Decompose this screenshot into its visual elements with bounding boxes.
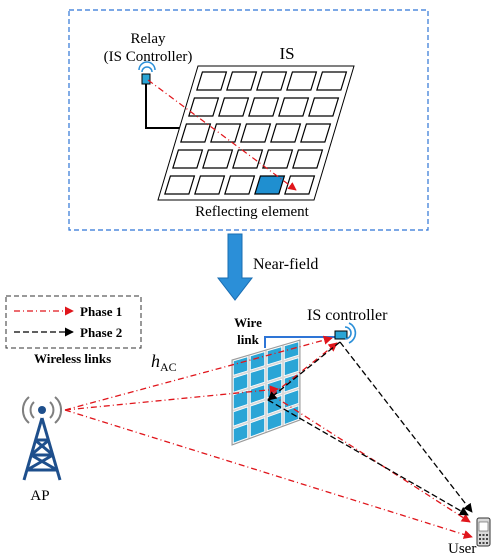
reflecting-element-cell — [316, 71, 348, 91]
reflecting-element-cell — [232, 423, 249, 444]
reflecting-element-cell — [249, 351, 266, 371]
controller-to-user-link — [339, 341, 473, 513]
reflecting-element-cell — [292, 149, 324, 169]
reflecting-element-cell — [164, 175, 196, 195]
reflecting-element-cell — [232, 149, 264, 169]
controller-icon — [334, 330, 348, 340]
ap-to-user-link — [64, 409, 473, 539]
reflecting-element-cell — [283, 357, 300, 377]
reflecting-element-cell — [224, 175, 256, 195]
user-device: User — [448, 517, 491, 557]
reflecting-element-cell — [232, 406, 249, 427]
reflecting-element-cell — [262, 149, 294, 169]
reflecting-element-cell — [270, 123, 302, 143]
legend-border — [5, 295, 142, 349]
reflecting-element-cell — [196, 71, 228, 91]
reflecting-element-label: Reflecting element — [195, 204, 310, 220]
is-controller-device — [334, 322, 357, 344]
h-ac-subscript: AC — [160, 360, 177, 374]
is-surface — [157, 65, 355, 201]
reflecting-element-cell — [180, 123, 212, 143]
tower-icon — [22, 417, 62, 481]
is-to-controller-link — [271, 342, 338, 396]
relay-device — [138, 61, 156, 85]
reflecting-element-cell — [232, 372, 249, 393]
reflecting-element-cell — [266, 346, 283, 366]
wire-link-label-2: link — [237, 332, 259, 347]
reflecting-element-cell — [308, 97, 340, 117]
is-controller-label: IS controller — [307, 307, 388, 324]
reflecting-element-cell — [188, 97, 220, 117]
wifi-icon — [138, 61, 156, 73]
h-ac-label: hAC — [151, 351, 177, 374]
ap-to-controller-link — [64, 335, 333, 411]
reflecting-element-cell — [240, 123, 272, 143]
reflecting-element-cell — [278, 97, 310, 117]
is-to-user-phase2-link — [267, 399, 469, 516]
reflecting-element-cell — [249, 417, 266, 438]
legend-phase1-label: Phase 1 — [80, 304, 122, 319]
relay-to-element-arrow — [147, 79, 297, 191]
user-label: User — [448, 541, 476, 557]
ap-antenna-tip — [38, 406, 46, 414]
reflecting-element-cell — [286, 71, 318, 91]
reflecting-element-cell — [172, 149, 204, 169]
reflecting-element-cell — [249, 384, 266, 405]
reflecting-element-cell — [300, 123, 332, 143]
reflecting-element-cell — [249, 367, 266, 388]
reflecting-element-cell — [226, 71, 258, 91]
reflecting-element-highlighted — [254, 175, 286, 195]
ap-to-is-link — [64, 385, 279, 411]
reflecting-element-cell — [194, 175, 226, 195]
down-arrow — [216, 233, 254, 301]
relay-label: Relay — [131, 31, 166, 47]
legend: Phase 1 Phase 2 Wireless links — [5, 295, 142, 366]
is-label: IS — [279, 44, 294, 63]
relay-sub-label: (IS Controller) — [104, 49, 193, 65]
reflecting-element-cell — [218, 97, 250, 117]
wire-link-label-1: Wire — [234, 315, 262, 330]
top-panel: Relay (IS Controller) IS Reflecting elem… — [68, 9, 429, 231]
phase2-links — [267, 341, 473, 516]
near-field-label: Near-field — [253, 256, 318, 273]
wire-link — [264, 336, 337, 348]
wifi-icon — [344, 322, 357, 344]
is-frame — [231, 339, 301, 446]
phone-icon — [476, 517, 491, 547]
reflecting-element-cell — [248, 97, 280, 117]
reflecting-element-cell — [210, 123, 242, 143]
wifi-icon — [22, 396, 62, 424]
legend-title: Wireless links — [34, 351, 111, 366]
controller-to-is-link — [267, 341, 341, 401]
reflecting-element-cell — [283, 341, 300, 361]
legend-phase2-label: Phase 2 — [80, 325, 122, 340]
ap-tower: AP — [22, 396, 62, 504]
phase1-links — [64, 335, 473, 539]
controller-icon — [141, 73, 151, 85]
ap-label: AP — [30, 488, 49, 504]
reflecting-element-cell — [202, 149, 234, 169]
near-field-transition: Near-field — [216, 233, 318, 301]
reflecting-element-cell — [256, 71, 288, 91]
reflecting-element-cell — [284, 175, 316, 195]
reflecting-element-cell — [266, 411, 283, 432]
top-panel-border — [68, 9, 429, 231]
reflecting-element-cell — [266, 362, 283, 382]
reflecting-element-cell — [249, 400, 266, 421]
